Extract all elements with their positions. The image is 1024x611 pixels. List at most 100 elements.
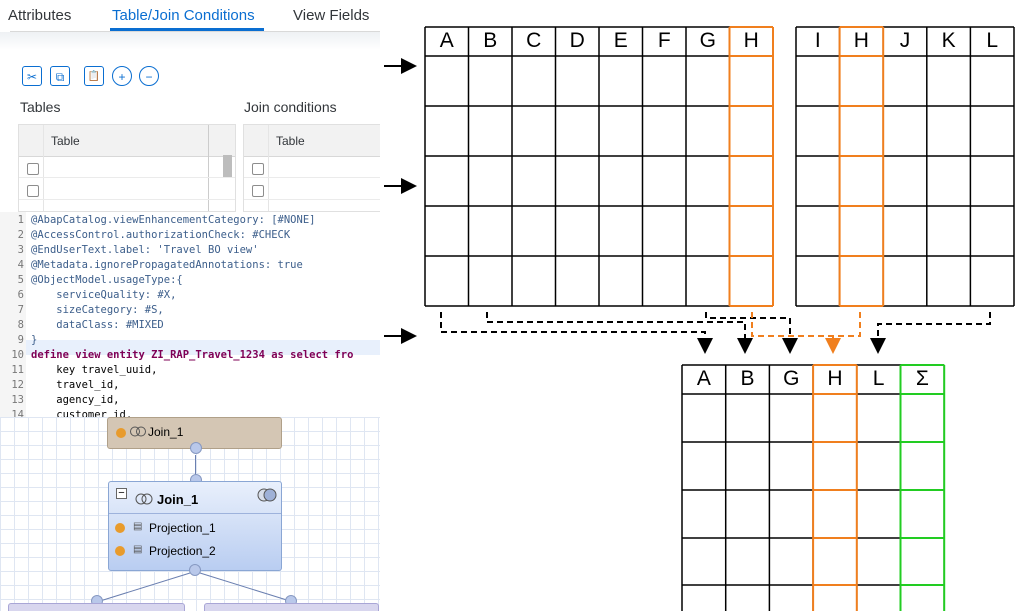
- table-row: [19, 199, 235, 200]
- column-header-σ: Σ: [915, 367, 929, 390]
- code-line[interactable]: dataClass: #MIXED: [31, 319, 164, 331]
- node-status-icon: [116, 428, 126, 438]
- tab-view-fields[interactable]: View Fields: [293, 7, 370, 24]
- join-conditions-table: Table: [243, 124, 380, 212]
- row-checkbox[interactable]: [27, 163, 39, 175]
- node-divider: [109, 513, 281, 514]
- cds-code-editor[interactable]: 1 @AbapCatalog.viewEnhancementCategory: […: [0, 212, 380, 417]
- copy-icon[interactable]: ⧉: [50, 66, 70, 86]
- line-number: 13: [11, 394, 24, 406]
- column-separator: [268, 125, 269, 211]
- cut-icon[interactable]: ✂: [22, 66, 42, 86]
- tabs-shadow: [0, 32, 380, 50]
- connector-port[interactable]: [189, 564, 201, 576]
- column-header-f: F: [657, 29, 671, 52]
- column-header-k: K: [941, 29, 956, 52]
- result-table-grid: [681, 364, 946, 611]
- table-row: [244, 177, 380, 178]
- code-line[interactable]: customer_id,: [31, 409, 133, 417]
- line-number: 5: [17, 274, 24, 286]
- column-header-l: L: [872, 367, 885, 390]
- line-number: 2: [17, 229, 24, 241]
- column-header-e: E: [613, 29, 628, 52]
- right-table-grid: [795, 26, 1015, 307]
- join-input-projection-2[interactable]: Projection_2: [149, 544, 216, 558]
- column-header-i: I: [814, 29, 821, 52]
- column-header-d: D: [569, 29, 585, 52]
- tables-table-header: Table: [19, 125, 235, 157]
- line-number: 6: [17, 289, 24, 301]
- remove-icon[interactable]: −: [139, 66, 159, 86]
- column-header-c: C: [526, 29, 542, 52]
- line-number: 4: [17, 259, 24, 271]
- line-number: 8: [17, 319, 24, 331]
- line-number: 10: [11, 349, 24, 361]
- mapping-arrow-a: [440, 312, 713, 354]
- row-checkbox[interactable]: [27, 185, 39, 197]
- projection-icon: ▤: [133, 521, 143, 532]
- current-line-highlight: [26, 340, 380, 355]
- join-icon: [130, 426, 146, 437]
- collapse-icon[interactable]: −: [116, 488, 127, 499]
- mapping-join-h: [751, 312, 861, 337]
- code-line[interactable]: serviceQuality: #X,: [31, 289, 177, 301]
- connector-port[interactable]: [190, 442, 202, 454]
- code-line[interactable]: key travel_uuid,: [31, 364, 158, 376]
- column-header-g: G: [783, 367, 800, 390]
- projection-node[interactable]: [8, 603, 185, 611]
- calculation-view-diagram: Join_1 − Join_1 ▤ Projection_1 ▤ Project…: [0, 417, 380, 611]
- tab-table-join-conditions[interactable]: Table/Join Conditions: [112, 7, 255, 24]
- column-header-h: H: [827, 367, 843, 390]
- row-checkbox[interactable]: [252, 185, 264, 197]
- active-tab-indicator: [110, 28, 264, 31]
- code-line[interactable]: sizeCategory: #S,: [31, 304, 164, 316]
- connector-line: [195, 455, 196, 476]
- column-header-a: A: [696, 367, 711, 390]
- join-table-header: Table: [244, 125, 380, 157]
- table-row: [19, 177, 235, 178]
- line-number: 12: [11, 379, 24, 391]
- projection-icon: ▤: [133, 544, 143, 555]
- projection-node[interactable]: [204, 603, 379, 611]
- table-column-header: Table: [51, 134, 80, 148]
- code-line[interactable]: @Metadata.ignorePropagatedAnnotations: t…: [31, 259, 303, 271]
- diagram-connectors: [99, 572, 291, 602]
- column-separator: [208, 125, 209, 211]
- paste-icon[interactable]: 📋: [84, 66, 104, 86]
- column-header-j: J: [899, 29, 911, 52]
- mapping-arrow-g: [705, 312, 798, 354]
- join-column-header: Table: [276, 134, 305, 148]
- code-line[interactable]: agency_id,: [31, 394, 120, 406]
- line-number: 7: [17, 304, 24, 316]
- table-scrollbar[interactable]: [223, 155, 232, 177]
- column-separator: [43, 125, 44, 211]
- code-line[interactable]: }: [31, 334, 38, 346]
- join-input-projection-1[interactable]: Projection_1: [149, 521, 216, 535]
- tables-label: Tables: [20, 99, 61, 115]
- left-table-grid: [424, 26, 774, 307]
- column-header-b: B: [740, 367, 755, 390]
- line-number: 3: [17, 244, 24, 256]
- code-line[interactable]: travel_id,: [31, 379, 120, 391]
- line-number-gutter: [0, 212, 26, 417]
- add-icon[interactable]: +: [112, 66, 132, 86]
- line-number: 9: [17, 334, 24, 346]
- column-header-h: H: [743, 29, 759, 52]
- line-number: 1: [17, 214, 24, 226]
- code-line[interactable]: define view entity ZI_RAP_Travel_1234 as…: [31, 349, 354, 361]
- tabs-divider: [10, 31, 380, 32]
- tab-attributes[interactable]: Attributes: [8, 7, 72, 24]
- line-number: 11: [11, 364, 24, 376]
- code-line[interactable]: @AbapCatalog.viewEnhancementCategory: [#…: [31, 214, 316, 226]
- row-checkbox[interactable]: [252, 163, 264, 175]
- node-status-icon: [115, 523, 125, 533]
- code-line[interactable]: @ObjectModel.usageType:{: [31, 274, 183, 286]
- mapping-arrow-l: [870, 312, 991, 354]
- join-node[interactable]: − Join_1 ▤ Projection_1 ▤ Projection_2: [108, 481, 282, 571]
- code-line[interactable]: @EndUserText.label: 'Travel BO view': [31, 244, 259, 256]
- code-line[interactable]: @AccessControl.authorizationCheck: #CHEC…: [31, 229, 291, 241]
- join-conditions-panel: Attributes Table/Join Conditions View Fi…: [0, 0, 380, 212]
- join-output-node[interactable]: Join_1: [107, 417, 282, 449]
- mapping-arrow-b: [486, 312, 753, 354]
- line-number: 14: [11, 409, 24, 417]
